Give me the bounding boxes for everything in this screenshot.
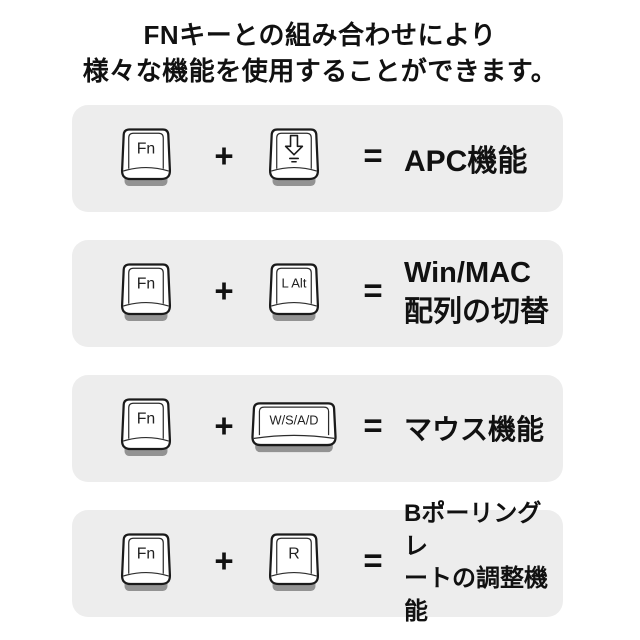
result-label-win-mac: Win/MAC 配列の切替	[404, 256, 550, 329]
wsad-key-label: W/S/A/D	[270, 413, 319, 428]
combo-row-win-mac: Fn + L Alt = Win/MAC 配列の切替	[72, 239, 563, 347]
fn-key-label: Fn	[137, 141, 156, 158]
combo-list: Fn + = APC機能	[72, 104, 563, 625]
fn-keycap: Fn	[118, 397, 174, 459]
plus-sign: +	[214, 542, 234, 580]
apc-arrow-keycap	[246, 127, 342, 189]
equals-sign: =	[363, 542, 383, 580]
fn-key-label: Fn	[137, 276, 156, 293]
result-label-polling-rate: Bポーリングレ ートの調整機能	[404, 500, 548, 625]
combo-row-polling-rate: Fn + R = Bポーリングレ ートの調整機能	[72, 500, 563, 625]
title-line-1: FNキーとの組み合わせにより	[143, 20, 497, 50]
equals-sign: =	[363, 272, 383, 310]
wsad-keycap-icon: W/S/A/D	[251, 402, 337, 453]
combo-row-apc: Fn + = APC機能	[72, 104, 563, 212]
equals-sign: =	[363, 407, 383, 445]
combo-row-mouse: Fn + W/S/A/D = マウス機能	[72, 374, 563, 482]
plus-sign: +	[214, 407, 234, 445]
page-title: FNキーとの組み合わせにより 様々な機能を使用することができます。	[0, 0, 640, 90]
fn-key-label: Fn	[137, 411, 156, 428]
result-label-mouse: マウス機能	[404, 414, 545, 446]
plus-sign: +	[214, 272, 234, 310]
fn-keycap-icon: Fn	[120, 263, 172, 322]
l-alt-keycap-icon: L Alt	[268, 263, 320, 322]
plus-sign: +	[214, 137, 234, 175]
r-keycap: R	[246, 532, 342, 594]
fn-keycap-icon: Fn	[120, 128, 172, 187]
apc-down-arrow-icon	[268, 128, 320, 187]
title-line-2: 様々な機能を使用することができます。	[82, 55, 558, 86]
result-label-apc: APC機能	[404, 145, 528, 179]
wsad-keycap: W/S/A/D	[246, 401, 342, 455]
fn-keycap-icon: Fn	[120, 533, 172, 592]
fn-key-label: Fn	[137, 546, 156, 563]
l-alt-key-label: L Alt	[282, 276, 307, 291]
r-key-label: R	[288, 546, 299, 563]
fn-keycap-icon: Fn	[120, 398, 172, 457]
equals-sign: =	[363, 137, 383, 175]
r-keycap-icon: R	[268, 533, 320, 592]
l-alt-keycap: L Alt	[246, 262, 342, 324]
fn-keycap: Fn	[118, 532, 174, 594]
fn-keycap: Fn	[118, 127, 174, 189]
fn-keycap: Fn	[118, 262, 174, 324]
